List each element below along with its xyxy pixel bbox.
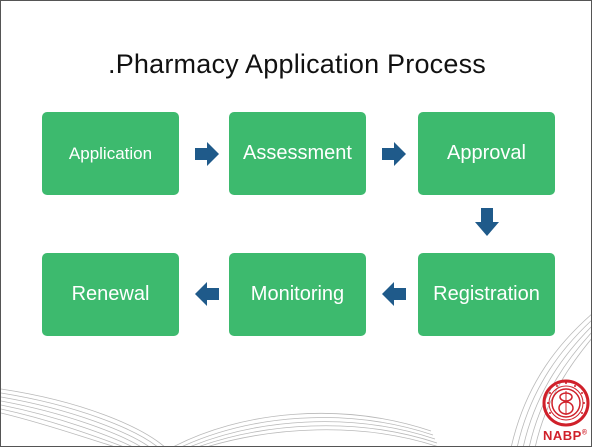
nabp-logo-text: NABP	[543, 428, 582, 443]
arrow-down-icon	[475, 208, 499, 236]
nabp-logo: NABP®	[541, 378, 591, 446]
step-monitoring: Monitoring	[229, 253, 366, 336]
step-registration: Registration	[418, 253, 555, 336]
trademark-symbol: ®	[581, 429, 588, 437]
slide-title: .Pharmacy Application Process	[108, 49, 486, 79]
nabp-seal-icon	[542, 379, 590, 427]
step-assessment: Assessment	[229, 112, 366, 195]
step-approval: Approval	[418, 112, 555, 195]
arrow-right-icon	[195, 142, 219, 166]
arrow-left-icon	[382, 282, 406, 306]
step-application: Application	[42, 112, 179, 195]
step-renewal: Renewal	[42, 253, 179, 336]
arrow-right-icon	[382, 142, 406, 166]
arrow-left-icon	[195, 282, 219, 306]
